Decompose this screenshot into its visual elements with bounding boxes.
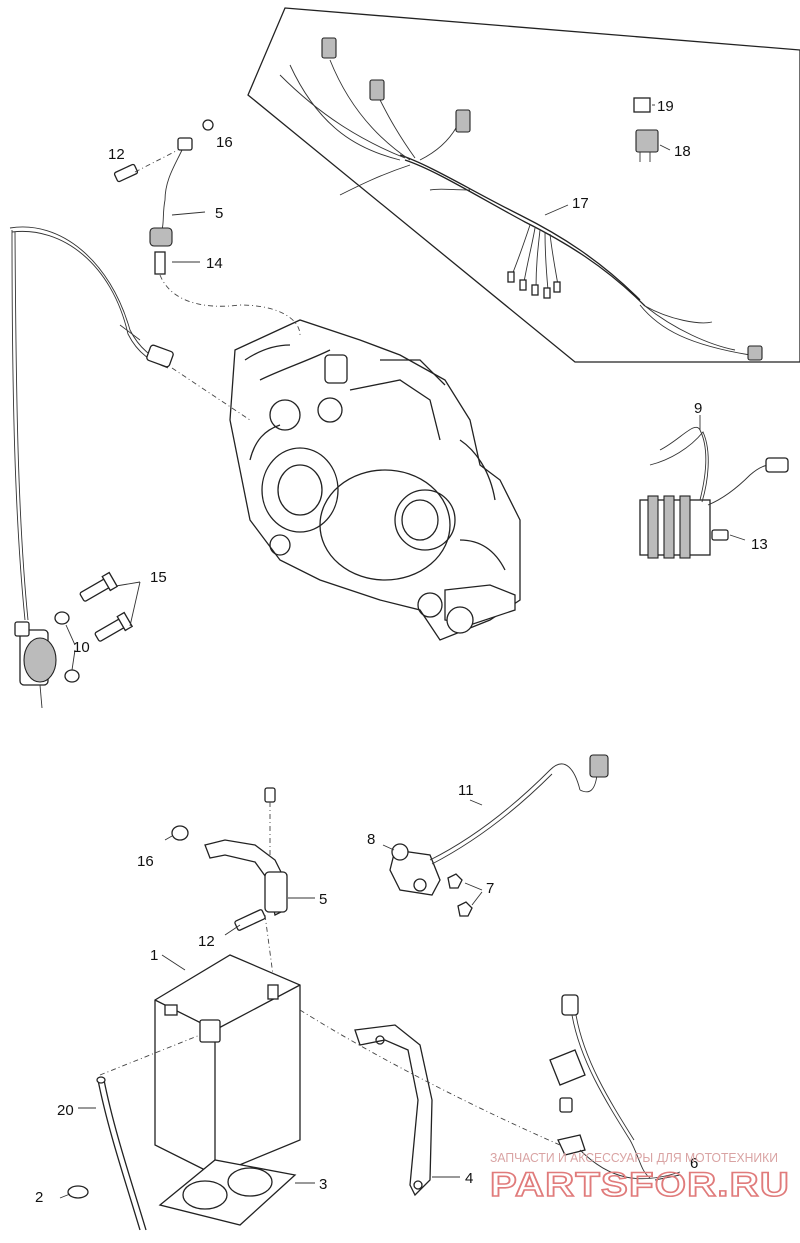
battery-cable-6 [299,994,681,1181]
breather-tube [78,1076,147,1231]
callout-19: 19 [657,98,674,115]
lower-cable-5 [164,787,315,991]
callout-16-upper: 16 [216,134,233,151]
watermark-tagline: ЗАПЧАСТИ И АКСЕССУАРЫ ДЛЯ МОТОТЕХНИКИ [490,1150,778,1165]
callout-5-upper: 5 [215,205,223,222]
callout-11: 11 [458,782,474,799]
ignition-coil [14,621,57,709]
callout-13: 13 [751,536,768,553]
wiring-harness-panel [247,7,800,363]
callout-12-lower: 12 [198,933,215,950]
watermark: ЗАПЧАСТИ И АКСЕССУАРЫ ДЛЯ МОТОТЕХНИКИ PA… [489,1150,790,1205]
callout-2: 2 [35,1189,43,1206]
regulator-rectifier [639,415,789,559]
callout-20: 20 [57,1102,74,1119]
battery-pad [158,1159,315,1226]
callout-12-upper: 12 [108,146,125,163]
clip [59,1185,89,1199]
coil-mounting-bolts [54,571,141,683]
upper-cable-5 [113,119,301,336]
callout-7: 7 [486,880,494,897]
callout-17: 17 [572,195,589,212]
battery-strap [354,1024,460,1197]
callout-15: 15 [150,569,167,586]
callout-16-lower: 16 [137,853,154,870]
watermark-logo: PARTSFOR.RU [490,1166,790,1204]
callout-9: 9 [694,400,702,417]
callout-5-lower: 5 [319,891,327,908]
callout-3: 3 [319,1176,327,1193]
callout-18: 18 [674,143,691,160]
callout-14: 14 [206,255,223,272]
callout-1: 1 [150,947,158,964]
callout-4: 4 [465,1170,473,1187]
engine-assembly [229,319,521,641]
callout-labels: 19 18 17 16 12 5 14 9 13 15 10 11 8 7 16… [35,98,768,1206]
callout-10: 10 [73,639,90,656]
callout-6: 6 [690,1155,698,1172]
starter-relay [382,754,609,917]
callout-8: 8 [367,831,375,848]
battery [99,954,301,1176]
ignition-lead [9,226,251,621]
